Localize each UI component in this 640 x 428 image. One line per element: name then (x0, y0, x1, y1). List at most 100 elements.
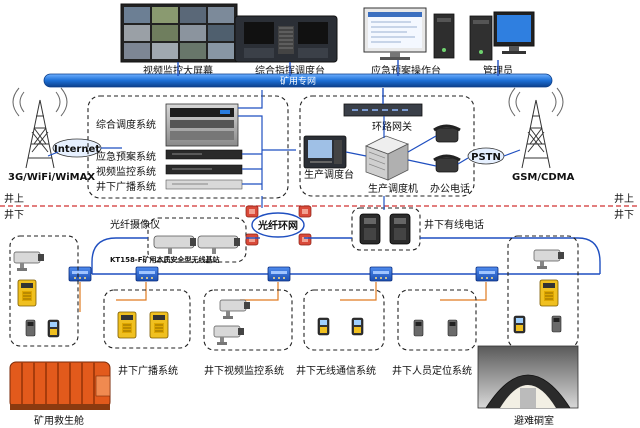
internet-label: Internet (54, 144, 100, 155)
handset-icon (149, 311, 169, 339)
subsystem-positioning-label: 井下人员定位系统 (392, 364, 472, 377)
fiber-ring: 光纤环网 (245, 196, 312, 246)
wireless-devices (317, 317, 364, 336)
wireless-right-label: GSM/CDMA (512, 172, 575, 183)
system-label-broadcast: 井下广播系统 (96, 180, 156, 193)
above-left-label: 井上 (4, 192, 24, 205)
pc-icon (363, 7, 455, 60)
surface-systems-frame (87, 95, 289, 199)
capsule-icon (9, 361, 111, 410)
pstn-label: PSTN (471, 152, 501, 163)
left-device-frame (9, 235, 79, 347)
camera-icon (153, 235, 240, 254)
switch-icon (369, 266, 393, 282)
video-wall: 视频监控大屏幕 (120, 3, 238, 77)
base-station-1 (68, 266, 92, 282)
refuge-capsule-label: 矿用救生舱 (34, 414, 84, 427)
wireless-frame (303, 289, 385, 351)
surface-underground-divider: 井上 井下 井上 井下 (0, 192, 640, 221)
switch-icon (267, 266, 291, 282)
ring-gateway: 环路网关 (343, 88, 423, 133)
switch-icon (135, 266, 159, 282)
console-icon (303, 135, 347, 169)
wired-phones: 井下有线电话 (359, 196, 484, 245)
underground-ring (91, 237, 601, 275)
wireless-left-label: 3G/WiFi/WiMAX (8, 172, 95, 183)
base-station-5 (475, 266, 499, 282)
system-label-emergency: 应急预案系统 (96, 150, 156, 163)
broadcast-frame (103, 289, 191, 349)
production-dispatcher: 生产调度机 (345, 116, 418, 195)
admin-station: 管理员 (469, 11, 535, 77)
surface-system-labels: 综合调度系统 应急预案系统 视频监控系统 井下广播系统 (96, 118, 156, 193)
refuge-chamber-label: 避难硐室 (514, 414, 554, 427)
dispatcher-label: 生产调度机 (368, 182, 418, 195)
locator-icon (317, 317, 330, 336)
production-console-label: 生产调度台 (304, 168, 354, 181)
telephone-icon (433, 124, 461, 143)
internet-cloud: Internet (47, 138, 122, 158)
tower-internet-link (47, 151, 59, 157)
positioning-devices (413, 319, 458, 337)
locator-icon (513, 315, 526, 334)
wireless-tower-left: 3G/WiFi/WiMAX (8, 87, 95, 183)
pstn-cloud: PSTN (457, 147, 521, 165)
wired-phone-label: 井下有线电话 (424, 218, 484, 231)
tunnel-photo-icon (477, 345, 579, 409)
rack-links (238, 90, 296, 190)
camera-icon (13, 251, 45, 272)
locator-icon (551, 315, 562, 333)
locator-icon (351, 317, 364, 336)
tower-icon (508, 87, 564, 169)
server-rack-icon (165, 103, 239, 147)
video-devices (213, 299, 251, 346)
wired-phone-frame (351, 207, 421, 251)
locator-icon (25, 319, 36, 337)
positioning-frame (397, 289, 477, 351)
subsystem-broadcast-label: 井下广播系统 (118, 364, 178, 377)
handset-icon (17, 279, 37, 307)
dispatch-frame (299, 95, 475, 197)
below-left-label: 井下 (4, 208, 24, 221)
right-devices (513, 249, 565, 334)
monitor-wall-icon (124, 7, 234, 59)
fiber-camera-label: 光纤摄像仪 (110, 218, 160, 231)
subsystem-video-label: 井下视频监控系统 (204, 364, 284, 377)
wireless-tower-right: GSM/CDMA (508, 87, 575, 183)
dispatch-console: 综合指挥调度台 (234, 15, 338, 77)
telephone-icon (433, 154, 461, 173)
system-label-dispatch: 综合调度系统 (96, 118, 156, 131)
base-station-4 (369, 266, 393, 282)
emergency-console: 应急预案操作台 (363, 7, 455, 77)
server-rack-icon (165, 149, 243, 190)
fiber-camera (153, 235, 240, 254)
broadcast-devices (117, 311, 169, 339)
base-station-3 (267, 266, 291, 282)
base-station-2 (135, 266, 159, 282)
below-right-label: 井下 (614, 208, 634, 221)
telephone-icon (359, 213, 411, 245)
locator-icon (47, 319, 60, 338)
handset-icon (117, 311, 137, 339)
surface-links (177, 60, 499, 76)
ring-gateway-label: 环路网关 (372, 120, 412, 133)
switch-icon (68, 266, 92, 282)
pc-icon (469, 11, 535, 61)
subsystem-wireless-label: 井下无线通信系统 (296, 364, 376, 377)
base-station-label: KT158-F矿用本质安全型无线基站 (110, 255, 220, 264)
server-rack-icon (364, 135, 410, 181)
system-label-video: 视频监控系统 (96, 165, 156, 178)
left-devices (13, 251, 60, 338)
camera-icon (219, 299, 251, 320)
video-frame (203, 289, 293, 351)
above-right-label: 井上 (614, 192, 634, 205)
console-icon (234, 15, 338, 63)
office-phone-label: 办公电话 (430, 182, 470, 195)
orange-links (79, 282, 487, 312)
mine-network-bar: 矿用专网 (43, 73, 553, 88)
locator-icon (447, 319, 458, 337)
production-console: 生产调度台 (303, 135, 354, 181)
handset-icon (539, 279, 559, 307)
camera-icon (533, 249, 565, 270)
